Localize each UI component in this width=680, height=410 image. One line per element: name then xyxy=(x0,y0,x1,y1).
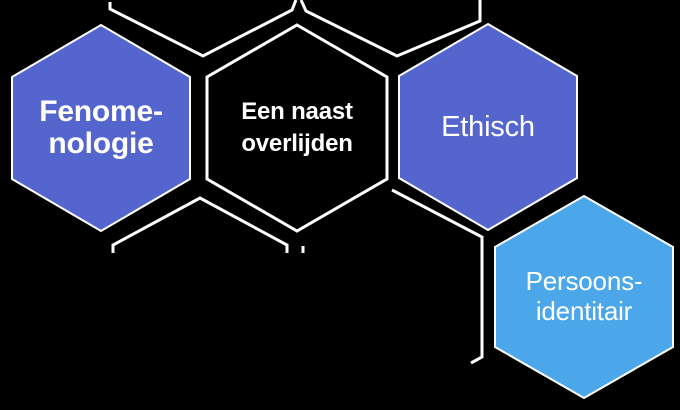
hexagon-persoonsidentitair xyxy=(494,194,674,400)
hexagon-een-naast-overlijden xyxy=(205,23,389,233)
hexagon-fenomenologie xyxy=(11,23,191,233)
outline-hexagon-fragment-top-left xyxy=(108,0,298,58)
outline-hexagon-fragment-top-right xyxy=(299,0,482,58)
outline-hexagon-fragment-bottom-right xyxy=(391,188,484,365)
hexagon-ethisch xyxy=(398,22,578,232)
outline-hexagon-fragment-bottom-left xyxy=(111,196,289,253)
